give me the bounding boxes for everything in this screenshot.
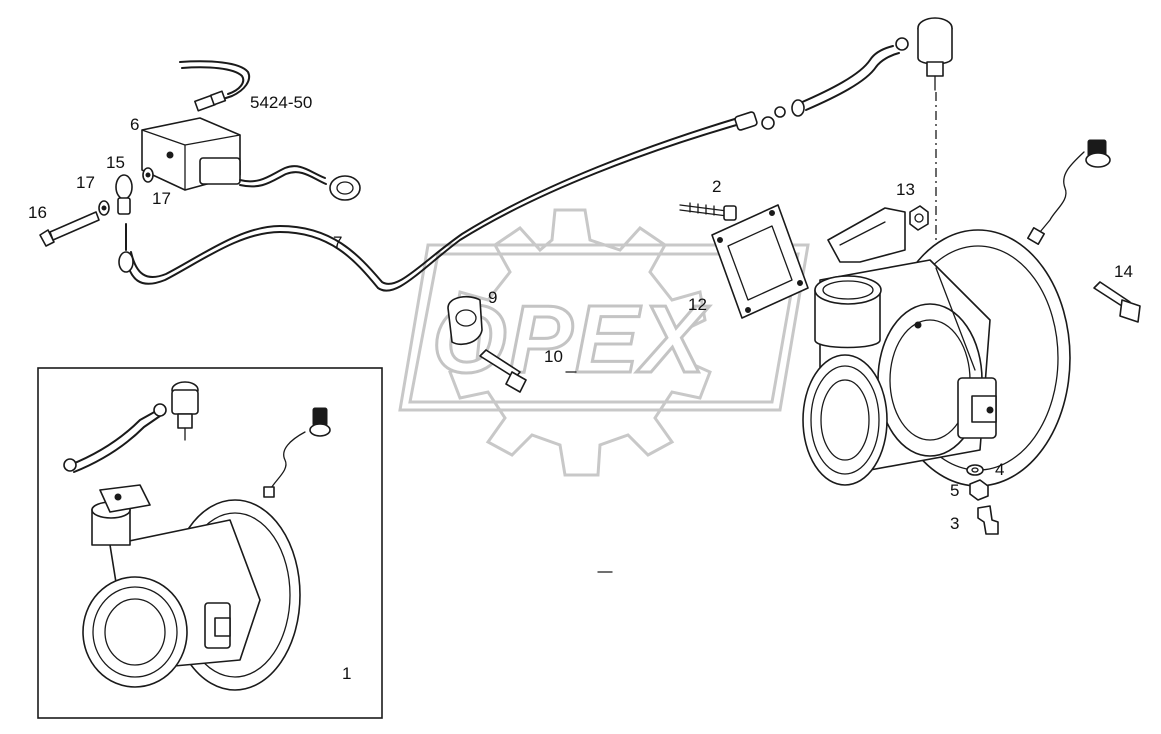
label-part-17-right: 17 (152, 189, 171, 208)
wastegate-actuator (917, 17, 953, 91)
nut-13 (909, 205, 929, 231)
watermark-gear-icon (448, 208, 712, 477)
washer-4 (966, 464, 984, 476)
label-ref-5424-50: 5424-50 (250, 93, 312, 112)
inset-actuator (171, 381, 199, 441)
label-part-3: 3 (950, 514, 959, 533)
boost-pressure-sensor (1027, 139, 1111, 245)
bolt-16 (39, 211, 100, 247)
label-part-16: 16 (28, 203, 47, 222)
label-part-5: 5 (950, 481, 959, 500)
label-part-14: 14 (1114, 262, 1133, 281)
actuator-hose (761, 37, 909, 130)
hose-fitting (194, 90, 227, 112)
inset-hose (69, 409, 159, 466)
clamp-9 (447, 295, 483, 346)
washer-lower (98, 200, 110, 216)
inset-sensor (263, 407, 331, 498)
assembly-inset: 1 (37, 367, 383, 719)
washer-upper (142, 167, 154, 183)
label-part-15: 15 (106, 153, 125, 172)
inset-turbo-housing (82, 484, 301, 691)
watermark-frame (398, 243, 810, 412)
label-part-17-left: 17 (76, 173, 95, 192)
vacuum-hose (179, 60, 251, 101)
label-part-7: 7 (333, 233, 342, 252)
label-part-10: 10 (544, 347, 563, 366)
label-part-4: 4 (995, 460, 1004, 479)
gasket-12 (711, 204, 809, 319)
label-part-9: 9 (488, 288, 497, 307)
label-part-2: 2 (712, 177, 721, 196)
stud-2 (679, 202, 737, 221)
bolt-14 (1093, 281, 1141, 323)
pressure-pipe (118, 111, 758, 292)
nut-5 (969, 479, 989, 501)
bolt-10 (479, 349, 527, 393)
label-part-6: 6 (130, 115, 139, 134)
elbow-fitting-3 (977, 505, 999, 535)
solenoid-valve (141, 117, 361, 201)
main-turbocharger (802, 207, 1071, 487)
banjo-fitting (115, 174, 133, 215)
label-part-1: 1 (342, 664, 351, 683)
label-part-12: 12 (688, 295, 707, 314)
label-part-13: 13 (896, 180, 915, 199)
